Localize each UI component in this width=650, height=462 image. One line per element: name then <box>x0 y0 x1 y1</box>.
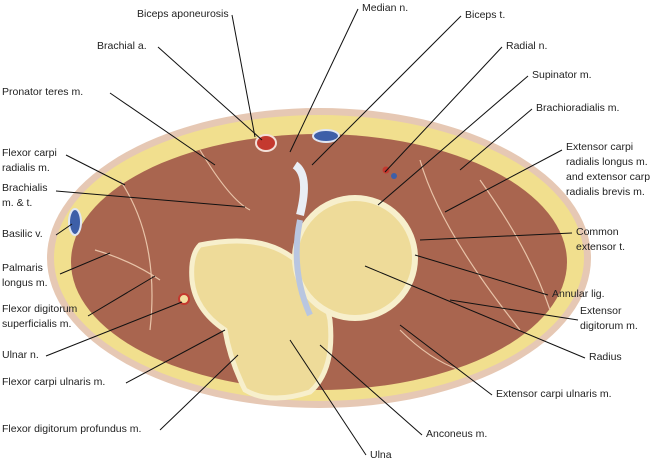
label-radial-nerve: Radial n. <box>506 40 548 52</box>
label-annular-ligament: Annular lig. <box>552 288 605 300</box>
label-brachial-artery: Brachial a. <box>97 40 147 52</box>
label-flexor-digitorum-superficialis: Flexor digitorum superficialis m. <box>2 303 78 330</box>
radial-vein-small <box>391 173 397 179</box>
label-radius: Radius <box>589 351 622 363</box>
label-basilic-vein: Basilic v. <box>2 228 43 240</box>
biceps-tendon <box>292 161 308 216</box>
label-pronator-teres: Pronator teres m. <box>2 86 84 98</box>
leader-lines <box>45 8 586 456</box>
label-ulnar-nerve: Ulnar n. <box>2 349 39 361</box>
label-common-extensor-tendon: Common extensor t. <box>576 226 626 253</box>
label-extensor-carpi-ulnaris: Extensor carpi ulnaris m. <box>496 388 612 400</box>
label-anconeus: Anconeus m. <box>426 428 488 440</box>
label-flexor-carpi-radialis: Flexor carpi radialis m. <box>2 147 57 174</box>
ulna-bone <box>189 238 334 401</box>
label-median-nerve: Median n. <box>362 2 409 14</box>
radial-artery-small <box>382 166 390 174</box>
label-extensor-carpi-radialis: Extensor carpi radialis longus m. and ex… <box>566 141 650 198</box>
label-flexor-carpi-ulnaris: Flexor carpi ulnaris m. <box>2 376 106 388</box>
vein-cephalic <box>312 129 340 143</box>
label-brachialis: Brachialis m. & t. <box>2 182 48 209</box>
radius-bone <box>292 195 418 321</box>
ulnar-nerve <box>178 293 190 305</box>
label-biceps-tendon: Biceps t. <box>465 9 506 21</box>
basilic-vein <box>68 208 82 236</box>
label-supinator: Supinator m. <box>532 69 592 81</box>
annular-ligament <box>293 219 313 317</box>
label-brachioradialis: Brachioradialis m. <box>536 102 620 114</box>
label-palmaris-longus: Palmaris longus m. <box>2 262 48 289</box>
label-extensor-digitorum: Extensor digitorum m. <box>580 305 638 332</box>
label-ulna: Ulna <box>370 449 392 461</box>
label-flexor-digitorum-profundus: Flexor digitorum profundus m. <box>2 423 142 435</box>
label-biceps-aponeurosis: Biceps aponeurosis <box>137 8 229 20</box>
